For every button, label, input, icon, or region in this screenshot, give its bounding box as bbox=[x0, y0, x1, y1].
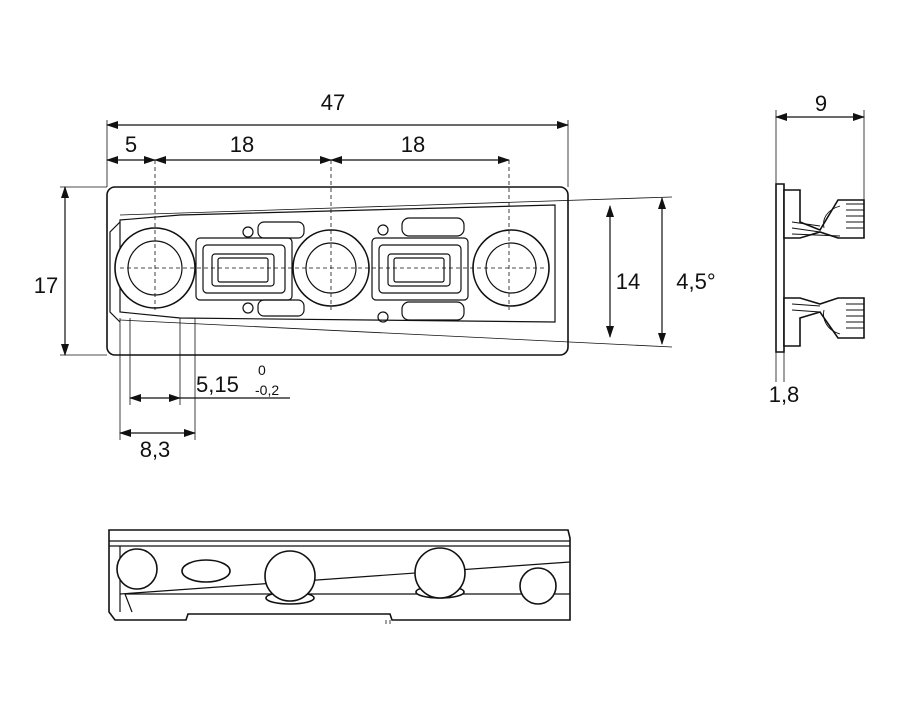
bottom-boss-2 bbox=[264, 550, 316, 605]
bottom-view bbox=[108, 529, 571, 624]
bottom-boss-3 bbox=[414, 547, 466, 599]
slot-block-left bbox=[195, 221, 305, 317]
dim-edge-to-hole: 5 bbox=[125, 132, 137, 157]
dim-side-thickness: 1,8 bbox=[769, 382, 800, 407]
bottom-boss-1 bbox=[116, 548, 158, 590]
dim-slot-offset: 5,15 bbox=[196, 372, 239, 397]
front-inner-plate bbox=[119, 204, 556, 323]
side-lower-hook bbox=[783, 297, 865, 347]
taper-line-bottom bbox=[119, 319, 673, 348]
slot-block-right bbox=[371, 217, 469, 323]
dim-hole-pitch-1: 18 bbox=[230, 132, 254, 157]
bottom-boss-4 bbox=[519, 567, 557, 605]
dim-height: 17 bbox=[34, 273, 58, 298]
left-end-notch bbox=[109, 221, 121, 323]
dim-slot-offset-tol-upper: 0 bbox=[258, 362, 266, 378]
dim-side-width: 9 bbox=[815, 91, 827, 116]
side-upper-hook bbox=[783, 189, 865, 239]
taper-line-top bbox=[119, 196, 673, 216]
dim-inset: 8,3 bbox=[140, 437, 171, 462]
side-lower-hook-detail bbox=[791, 303, 864, 335]
dim-slot-offset-tol-lower: -0,2 bbox=[255, 382, 279, 398]
dim-inner-height: 14 bbox=[616, 269, 640, 294]
front-view: 47 5 18 18 17 14 4,5° 5,15 0 -0,2 8,3 bbox=[34, 90, 716, 462]
bottom-slot-oval bbox=[181, 559, 231, 583]
dim-angle: 4,5° bbox=[676, 269, 715, 294]
side-upper-hook-detail bbox=[791, 203, 864, 237]
bottom-left-step bbox=[124, 593, 133, 613]
bottom-body-outline bbox=[108, 529, 571, 621]
side-view: 9 1,8 bbox=[769, 91, 865, 407]
bottom-taper-line bbox=[119, 561, 571, 595]
dim-hole-pitch-2: 18 bbox=[401, 132, 425, 157]
side-base-plate bbox=[775, 183, 785, 353]
dim-overall-length: 47 bbox=[321, 90, 345, 115]
